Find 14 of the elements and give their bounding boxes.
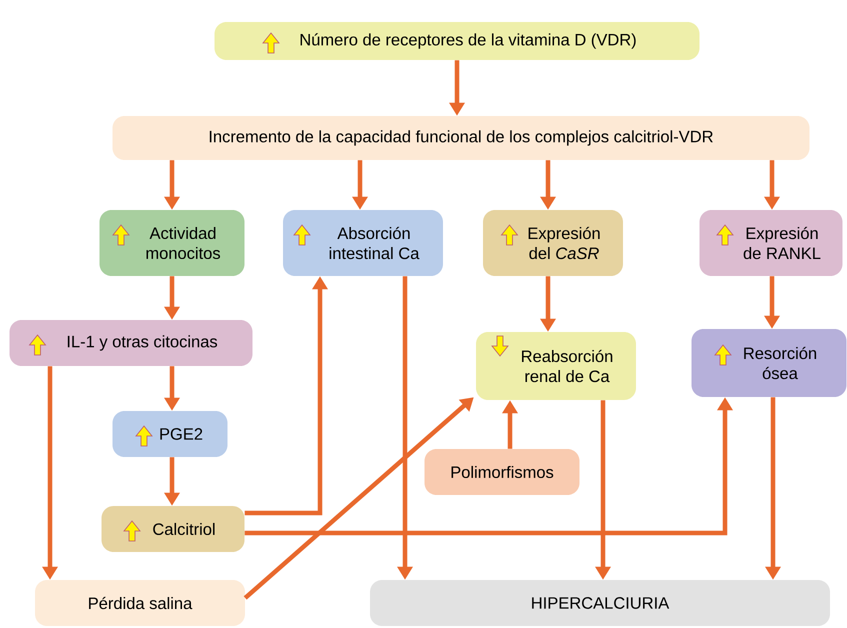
process-box: Expresión de RANKL	[700, 210, 842, 276]
process-box: HIPERCALCIURIA	[370, 580, 830, 626]
process-box: Polimorfismos	[424, 449, 580, 495]
process-box: PGE2	[112, 411, 228, 457]
process-box: Incremento de la capacidad funcional de los complejos calcitriol-VDR	[112, 116, 810, 160]
process-box: Número de receptores de la vitamina D (VDR)	[214, 22, 700, 60]
process-box: Reabsorción renal de Ca	[476, 332, 636, 400]
process-box: Expresión del CaSR	[483, 210, 623, 276]
process-box: Calcitriol	[102, 506, 244, 552]
process-box: Pérdida salina	[35, 580, 245, 626]
process-box: Resorción ósea	[692, 329, 846, 397]
process-box: Actividad monocitos	[100, 210, 244, 276]
process-box: Absorción intestinal Ca	[283, 210, 443, 276]
process-box: IL-1 y otras citocinas	[10, 320, 252, 366]
